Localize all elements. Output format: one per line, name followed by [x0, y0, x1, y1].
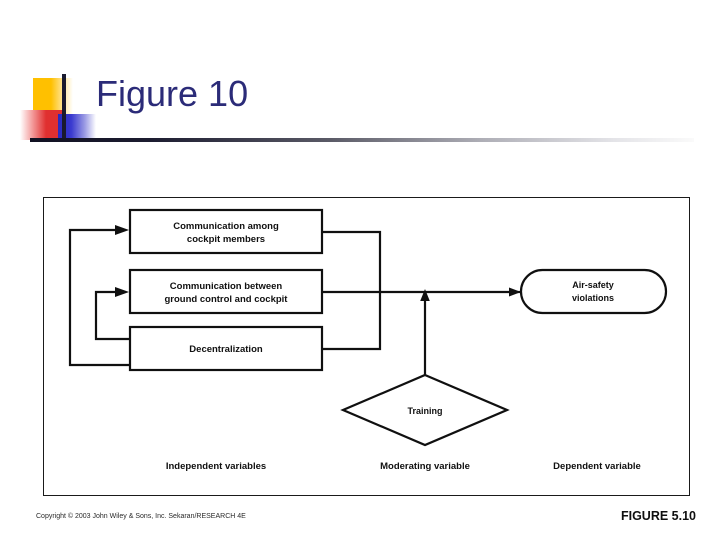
connector-box1-to-bus [322, 230, 382, 292]
connector-box3-to-bus [322, 292, 382, 351]
slide-header: Figure 10 [0, 0, 720, 150]
outcome-line-2: violations [572, 293, 614, 303]
caption-moderating-variable: Moderating variable [380, 461, 470, 472]
research-model-diagram: Communication among cockpit members Comm… [68, 208, 668, 472]
outcome-line-1: Air-safety [572, 280, 614, 290]
arrowhead-to-box2 [115, 287, 129, 297]
feedback-loop-outer [68, 228, 180, 367]
caption-independent-variables: Independent variables [166, 461, 266, 472]
shape-air-safety-violations[interactable]: Air-safety violations [519, 268, 668, 315]
box-3-line-1: Decentralization [189, 344, 263, 355]
box-communication-ground-control-cockpit[interactable]: Communication between ground control and… [128, 268, 324, 315]
caption-dependent-variable: Dependent variable [553, 461, 641, 472]
arrowhead-to-box1 [115, 225, 129, 235]
feedback-loop-inner [94, 290, 129, 341]
box-decentralization[interactable]: Decentralization [128, 325, 324, 372]
shape-training-diamond[interactable]: Training [340, 373, 510, 447]
decor-horizontal-rule [30, 138, 694, 142]
box-1-line-2: cockpit members [187, 234, 265, 245]
box-1-line-1: Communication among [173, 221, 279, 232]
arrowhead-to-outcome [509, 287, 521, 297]
moderator-label: Training [407, 406, 442, 416]
connector-lines [68, 225, 521, 405]
arrowhead-training-up [420, 289, 430, 301]
decor-vertical-rule [62, 74, 66, 142]
box-communication-among-cockpit-members[interactable]: Communication among cockpit members [128, 208, 324, 255]
page-title: Figure 10 [96, 73, 249, 114]
box-2-line-1: Communication between [170, 281, 283, 292]
copyright-note: Copyright © 2003 John Wiley & Sons, Inc.… [36, 513, 246, 520]
decor-red-square [20, 110, 62, 140]
figure-number-label: FIGURE 5.10 [620, 509, 696, 523]
box-2-line-2: ground control and cockpit [165, 294, 289, 305]
